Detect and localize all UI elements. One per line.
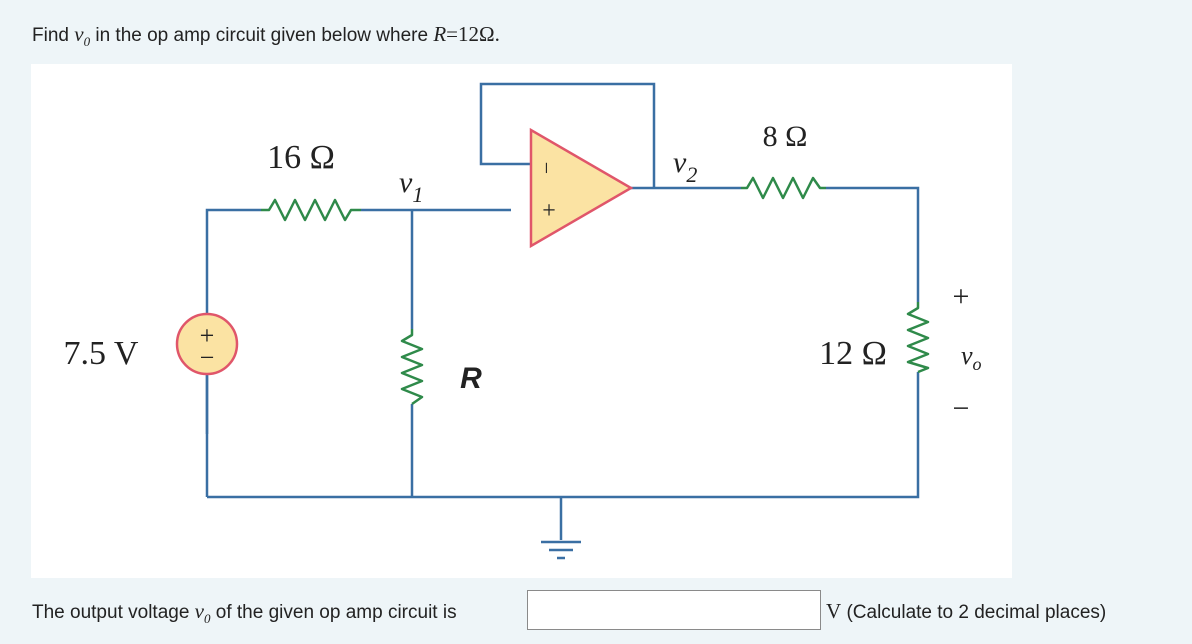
resistor-r xyxy=(400,329,424,406)
unit-label: V xyxy=(826,599,842,623)
question-middle: in the op amp circuit given below where xyxy=(95,25,429,46)
circuit-figure: + − − + 16 Ω 8 Ω 12 Ω 7.5 V R v1 v2 vo +… xyxy=(31,64,1012,578)
resistor-8-ohm xyxy=(741,176,826,200)
wire-feedback xyxy=(479,82,656,188)
opamp-minus-label: − xyxy=(534,162,559,174)
answer-input[interactable] xyxy=(527,590,821,630)
r16-label: 16 Ω xyxy=(267,139,335,176)
ground-symbol xyxy=(541,540,581,560)
wire-bottom xyxy=(207,372,920,499)
v2-label: v2 xyxy=(673,146,697,187)
vo-minus: − xyxy=(953,392,970,425)
question-text: Find v0 in the op amp circuit given belo… xyxy=(32,22,500,50)
source-minus: − xyxy=(200,343,215,372)
question-var: v0 xyxy=(74,22,91,50)
r-label: R xyxy=(460,362,482,395)
answer-instruction: (Calculate to 2 decimal places) xyxy=(846,602,1107,623)
opamp-triangle xyxy=(529,127,634,249)
r12-label: 12 Ω xyxy=(819,335,887,372)
wire-r8-to-right xyxy=(826,186,920,302)
answer-prompt: The output voltage v0 of the given op am… xyxy=(32,599,457,627)
vo-label: vo xyxy=(961,341,982,374)
answer-unit-text: V (Calculate to 2 decimal places) xyxy=(826,599,1106,624)
question-prefix: Find xyxy=(32,25,69,46)
opamp-plus-label: + xyxy=(542,198,556,224)
resistor-16-ohm xyxy=(261,198,361,222)
question-r-var: R xyxy=(433,22,447,46)
source-plus: + xyxy=(200,321,215,350)
vo-plus: + xyxy=(953,280,970,313)
resistor-12-ohm xyxy=(906,302,930,374)
question-r-value: =12Ω. xyxy=(446,22,500,46)
voltage-source xyxy=(175,312,239,376)
r8-label: 8 Ω xyxy=(763,120,808,153)
circuit-diagram: + − − + 16 Ω 8 Ω 12 Ω 7.5 V R v1 v2 vo +… xyxy=(64,82,982,560)
source-label: 7.5 V xyxy=(64,335,139,372)
v1-label: v1 xyxy=(399,166,423,207)
